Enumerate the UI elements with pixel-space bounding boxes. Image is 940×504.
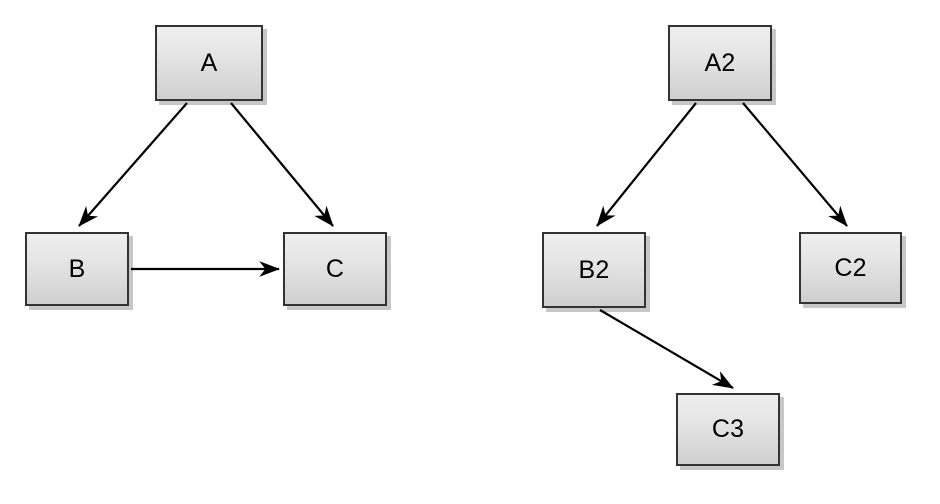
node-b-label: B — [68, 254, 86, 283]
edge-a-to-c — [230, 102, 334, 227]
node-a2-label: A2 — [704, 48, 736, 77]
edge-b2-to-c3 — [599, 309, 734, 389]
edge-a2-to-c2 — [742, 102, 848, 227]
node-c2[interactable]: C2 — [799, 232, 902, 304]
node-c3[interactable]: C3 — [676, 393, 780, 466]
edge-a-to-b — [78, 102, 188, 227]
node-a-label: A — [200, 48, 218, 77]
edge-a2-to-b2 — [596, 102, 697, 227]
node-c3-label: C3 — [711, 415, 745, 443]
node-b[interactable]: B — [25, 232, 129, 306]
node-b2-label: B2 — [578, 255, 610, 284]
node-c-label: C — [325, 254, 345, 283]
node-c[interactable]: C — [283, 232, 387, 306]
node-a2[interactable]: A2 — [668, 25, 772, 101]
node-b2[interactable]: B2 — [542, 232, 646, 308]
node-a[interactable]: A — [155, 25, 263, 101]
node-c2-label: C2 — [834, 253, 867, 282]
